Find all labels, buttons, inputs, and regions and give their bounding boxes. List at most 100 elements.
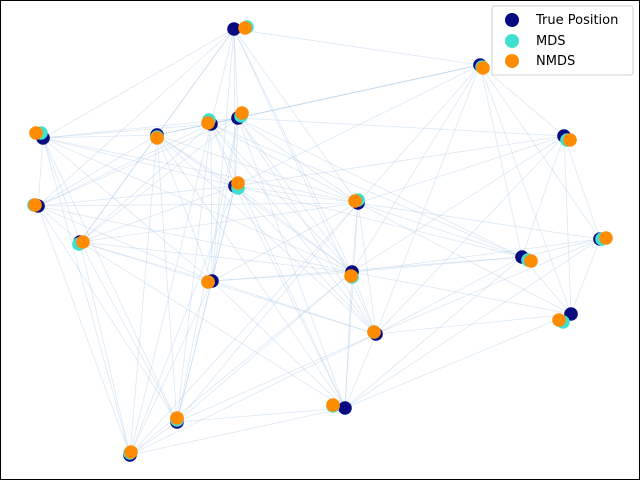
network-edge xyxy=(234,135,565,187)
network-edge xyxy=(351,64,481,273)
network-edge xyxy=(210,123,523,258)
nmds-point xyxy=(28,198,42,212)
network-edge xyxy=(42,137,353,273)
network-edge xyxy=(563,135,601,240)
network-edge xyxy=(79,241,131,456)
network-edge xyxy=(176,407,346,423)
network-edge xyxy=(42,123,212,139)
nmds-point xyxy=(599,231,613,245)
edge-layer xyxy=(37,28,601,456)
network-edge xyxy=(210,64,481,125)
network-edge xyxy=(479,64,565,137)
network-edge xyxy=(176,202,359,423)
network-edge xyxy=(375,135,565,335)
network-edge xyxy=(129,407,346,456)
network-edge xyxy=(79,123,212,243)
network-edge xyxy=(210,123,359,204)
nmds-point xyxy=(29,126,43,140)
network-edge xyxy=(237,117,359,204)
network-edge xyxy=(210,123,213,282)
network-edge xyxy=(79,241,178,423)
network-edge xyxy=(211,280,346,409)
network-edge xyxy=(156,134,213,282)
network-edge xyxy=(233,28,236,187)
legend-frame xyxy=(491,5,634,76)
legend-label-mds: MDS xyxy=(536,34,565,49)
network-edge xyxy=(375,238,601,335)
network-edge xyxy=(234,185,523,258)
network-edge xyxy=(210,123,236,187)
nmds-point xyxy=(238,21,252,35)
network-edge xyxy=(234,117,239,187)
nmds-point xyxy=(235,106,249,120)
network-edge xyxy=(344,333,377,409)
network-edge xyxy=(37,205,81,243)
network-edge xyxy=(344,313,572,409)
network-edge xyxy=(211,271,353,282)
legend: True Position MDS NMDS xyxy=(491,5,634,76)
network-edge xyxy=(351,202,359,273)
network-edge xyxy=(79,241,353,273)
network-edge xyxy=(357,202,523,258)
legend-marker-true-position xyxy=(505,13,519,27)
network-edge xyxy=(211,202,359,282)
nmds-point xyxy=(231,176,245,190)
network-edge xyxy=(156,117,239,136)
network-edge xyxy=(37,117,239,207)
network-edge xyxy=(129,134,158,456)
network-edge xyxy=(129,333,377,456)
network-edge xyxy=(479,64,523,258)
legend-label-true-position: True Position xyxy=(535,13,618,28)
network-edge xyxy=(37,123,212,207)
network-edge xyxy=(42,134,158,139)
network-edge xyxy=(210,123,377,335)
network-edge xyxy=(176,123,212,423)
legend-marker-mds xyxy=(505,34,519,48)
network-edge xyxy=(234,185,359,204)
nmds-point xyxy=(367,325,381,339)
nmds-point xyxy=(348,194,362,208)
network-edge xyxy=(37,134,158,207)
series-nmds xyxy=(28,21,613,459)
network-edge xyxy=(37,205,213,282)
network-edge xyxy=(233,28,239,119)
nmds-point xyxy=(170,411,184,425)
network-edge xyxy=(79,202,359,243)
legend-marker-nmds xyxy=(505,54,519,68)
network-edge xyxy=(129,123,212,456)
network-edge xyxy=(237,117,565,137)
network-edge xyxy=(156,134,353,273)
network-edge xyxy=(563,135,572,315)
network-edge xyxy=(479,64,601,240)
network-edge xyxy=(211,117,239,282)
network-edge xyxy=(176,280,213,423)
network-edge xyxy=(237,117,523,258)
network-edge xyxy=(211,256,523,282)
network-edge xyxy=(176,185,236,423)
network-edge xyxy=(351,238,601,273)
network-edge xyxy=(37,202,359,207)
network-edge xyxy=(211,28,235,282)
network-edge xyxy=(344,271,353,409)
network-edge xyxy=(156,134,178,423)
network-edge xyxy=(234,185,346,409)
network-edge xyxy=(79,241,377,335)
network-edge xyxy=(156,28,235,136)
network-edge xyxy=(211,185,236,282)
network-edge xyxy=(237,64,481,119)
network-edge xyxy=(37,185,236,207)
nmds-point xyxy=(201,116,215,130)
nmds-point xyxy=(563,133,577,147)
network-edge xyxy=(237,117,353,273)
network-edge xyxy=(357,64,481,204)
network-edge xyxy=(42,28,235,139)
network-edge xyxy=(344,256,523,409)
network-edge xyxy=(129,421,178,456)
network-edge xyxy=(176,117,239,423)
network-edge xyxy=(237,117,346,409)
network-edge xyxy=(234,185,377,335)
network-edge xyxy=(129,280,213,456)
network-edge xyxy=(375,256,523,335)
network-edge xyxy=(42,137,359,204)
network-edge xyxy=(129,271,353,456)
